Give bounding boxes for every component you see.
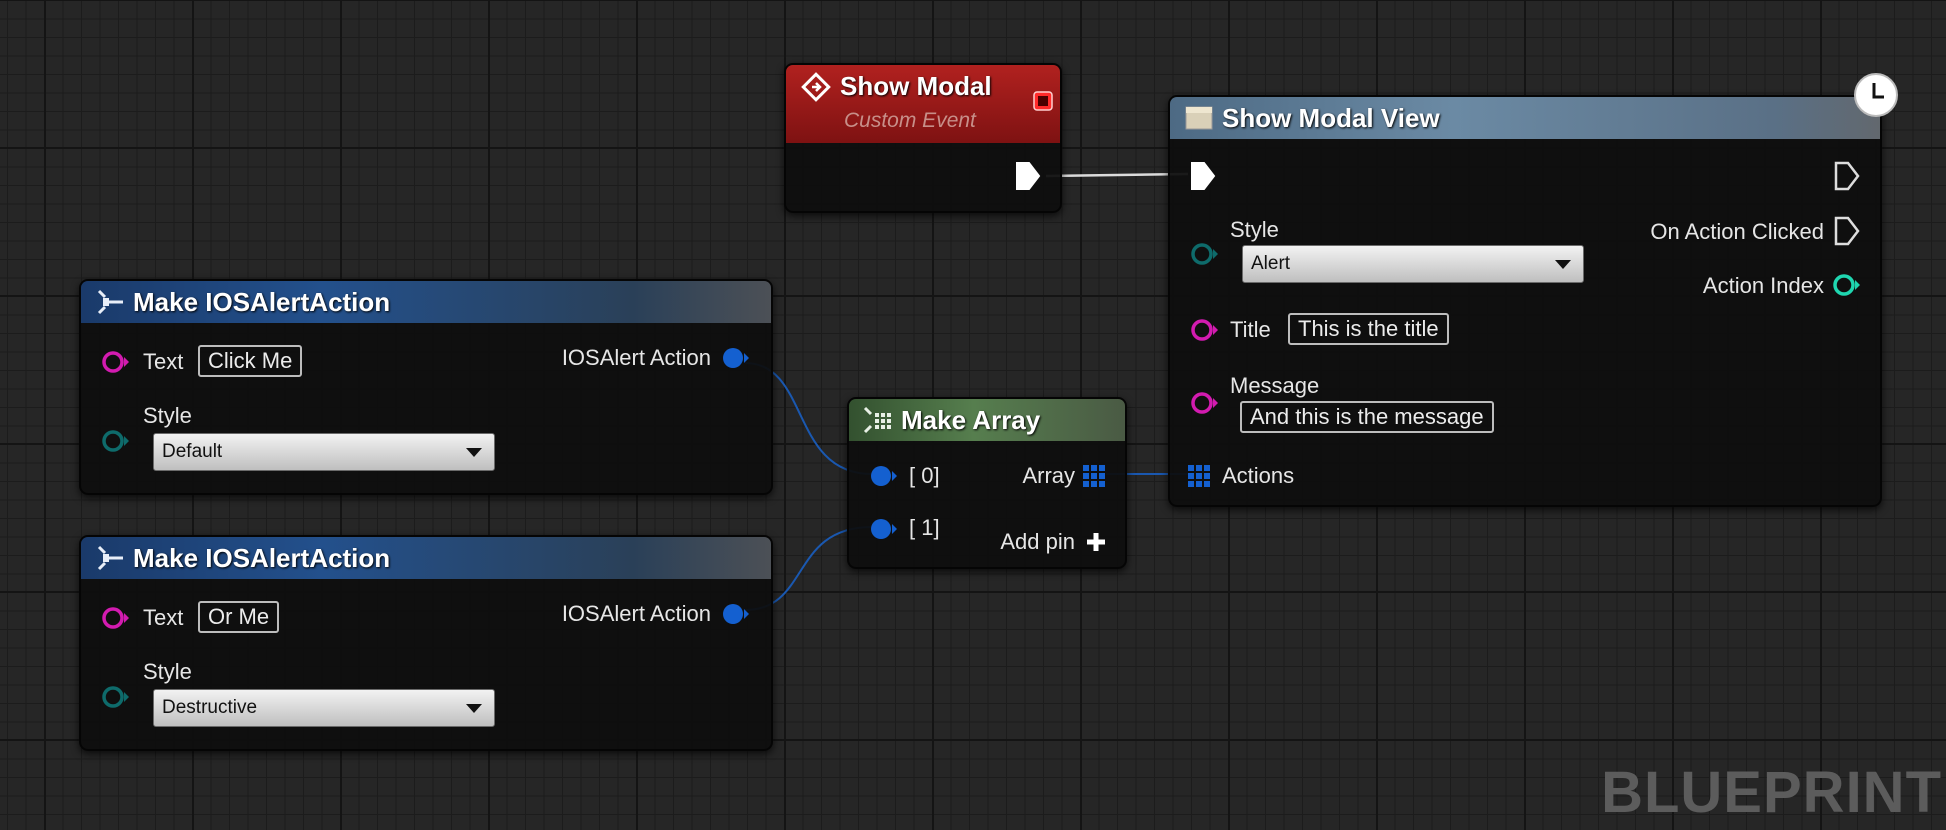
text-input[interactable]: Or Me [198, 601, 280, 633]
on-action-clicked-label: On Action Clicked [1650, 219, 1824, 244]
show-modal-view-node[interactable]: Show Modal View Style Alert Title This i… [1168, 73, 1898, 507]
node-header: Make Array [849, 399, 1125, 441]
ios-alert-action-output-pin[interactable] [721, 600, 751, 628]
exec-output-pin[interactable] [1015, 161, 1041, 191]
style-label: Style [143, 659, 192, 684]
style-enum-pin[interactable] [101, 683, 131, 711]
style-dropdown-value: Destructive [162, 697, 258, 718]
input-0-label: [ 0] [909, 463, 940, 488]
function-icon [1185, 106, 1213, 130]
style-label: Style [1230, 217, 1279, 242]
delegate-square-icon[interactable] [1032, 90, 1054, 112]
make-struct-icon [97, 545, 123, 571]
node-title: Show Modal [840, 71, 992, 101]
actions-array-pin[interactable] [1188, 465, 1210, 487]
node-title: Make IOSAlertAction [133, 286, 391, 317]
make-array-node[interactable]: Make Array [ 0] [ 1] Array Add pin [847, 397, 1127, 569]
array-input-pin-1[interactable] [869, 515, 899, 543]
output-label: IOSAlert Action [561, 601, 711, 626]
text-label: Text [143, 349, 184, 374]
style-label: Style [143, 403, 192, 428]
input-1-label: [ 1] [909, 515, 940, 540]
text-input-pin[interactable] [101, 348, 131, 376]
exec-wire[interactable] [1045, 172, 1189, 178]
style-enum-pin[interactable] [101, 427, 131, 455]
show-modal-event-node[interactable]: Show Modal Custom Event [784, 63, 1062, 213]
make-ios-alert-action-node-1[interactable]: Make IOSAlertAction Text Click Me Style … [79, 279, 773, 495]
array-output-label: Array [1022, 463, 1075, 488]
title-label: Title [1230, 317, 1271, 342]
node-title: Show Modal View [1222, 102, 1440, 133]
clock-icon [1854, 73, 1898, 117]
style-dropdown[interactable]: Destructive [153, 689, 495, 727]
make-ios-alert-action-node-2[interactable]: Make IOSAlertAction Text Or Me Style Des… [79, 535, 773, 751]
chevron-down-icon [466, 704, 482, 713]
node-title: Make IOSAlertAction [133, 542, 391, 573]
output-label: IOSAlert Action [561, 345, 711, 370]
style-enum-pin[interactable] [1190, 240, 1220, 268]
style-dropdown[interactable]: Alert [1242, 245, 1584, 283]
chevron-down-icon [1555, 260, 1571, 269]
plus-icon[interactable] [1085, 531, 1107, 553]
actions-label: Actions [1222, 463, 1295, 488]
add-pin-label[interactable]: Add pin [1000, 529, 1075, 554]
chevron-down-icon [466, 448, 482, 457]
node-header: Make IOSAlertAction [81, 281, 771, 323]
text-label: Text [143, 605, 184, 630]
node-header: Make IOSAlertAction [81, 537, 771, 579]
node-header: Show Modal Custom Event [786, 65, 1060, 143]
message-text-pin[interactable] [1190, 389, 1220, 417]
on-action-clicked-exec-pin[interactable] [1834, 216, 1860, 246]
action-index-label: Action Index [1702, 273, 1824, 298]
text-input-pin[interactable] [101, 604, 131, 632]
text-input[interactable]: Click Me [198, 345, 303, 377]
style-dropdown-value: Default [162, 441, 223, 462]
exec-output-pin[interactable] [1834, 161, 1860, 191]
blueprint-watermark: BLUEPRINT [1601, 760, 1942, 825]
make-struct-icon [97, 289, 123, 315]
title-input[interactable]: This is the title [1288, 313, 1449, 345]
title-text-pin[interactable] [1190, 316, 1220, 344]
make-array-icon [863, 406, 891, 434]
message-label: Message [1230, 373, 1320, 398]
action-index-int-pin[interactable] [1832, 271, 1862, 299]
node-title: Make Array [901, 404, 1041, 435]
node-header: Show Modal View [1170, 97, 1880, 139]
exec-input-pin[interactable] [1190, 161, 1216, 191]
array-output-pin[interactable] [1083, 465, 1105, 487]
ios-alert-action-output-pin[interactable] [721, 344, 751, 372]
style-dropdown[interactable]: Default [153, 433, 495, 471]
array-input-pin-0[interactable] [869, 462, 899, 490]
message-input[interactable]: And this is the message [1240, 401, 1494, 433]
style-dropdown-value: Alert [1251, 253, 1291, 274]
node-subtitle: Custom Event [844, 109, 976, 132]
event-diamond-icon [801, 72, 831, 102]
